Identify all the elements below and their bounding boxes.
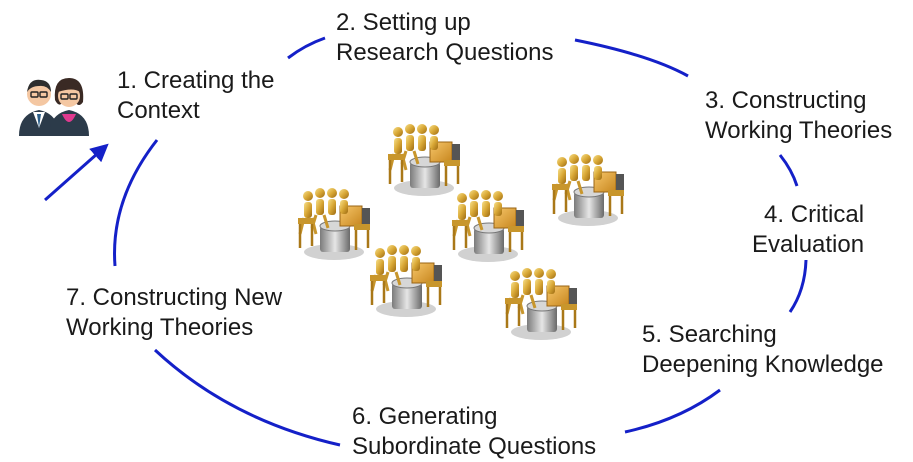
connector-2-to-3 — [574, 38, 689, 78]
step-3-label: 3. Constructing Working Theories — [705, 87, 893, 144]
step-4-label: 4. Critical Evaluation — [752, 201, 865, 258]
connector-3-to-4 — [778, 154, 799, 187]
team-meeting-icon — [296, 122, 626, 342]
connector-7-to-1 — [113, 139, 159, 267]
step-5-label: 5. Searching Deepening Knowledge — [642, 321, 884, 378]
connector-1-to-2 — [287, 36, 326, 60]
connector-6-to-7 — [153, 348, 341, 447]
people-icon — [13, 68, 93, 138]
step-6-label: 6. Generating Subordinate Questions — [352, 403, 597, 460]
step-7-label: 7. Constructing New Working Theories — [66, 284, 283, 341]
step-2-label: 2. Setting up Research Questions — [336, 9, 554, 66]
connector-5-to-6 — [624, 388, 721, 434]
connector-4-to-5 — [788, 259, 808, 313]
step-1-label: 1. Creating the Context — [117, 67, 275, 124]
entry-arrow — [44, 143, 109, 202]
